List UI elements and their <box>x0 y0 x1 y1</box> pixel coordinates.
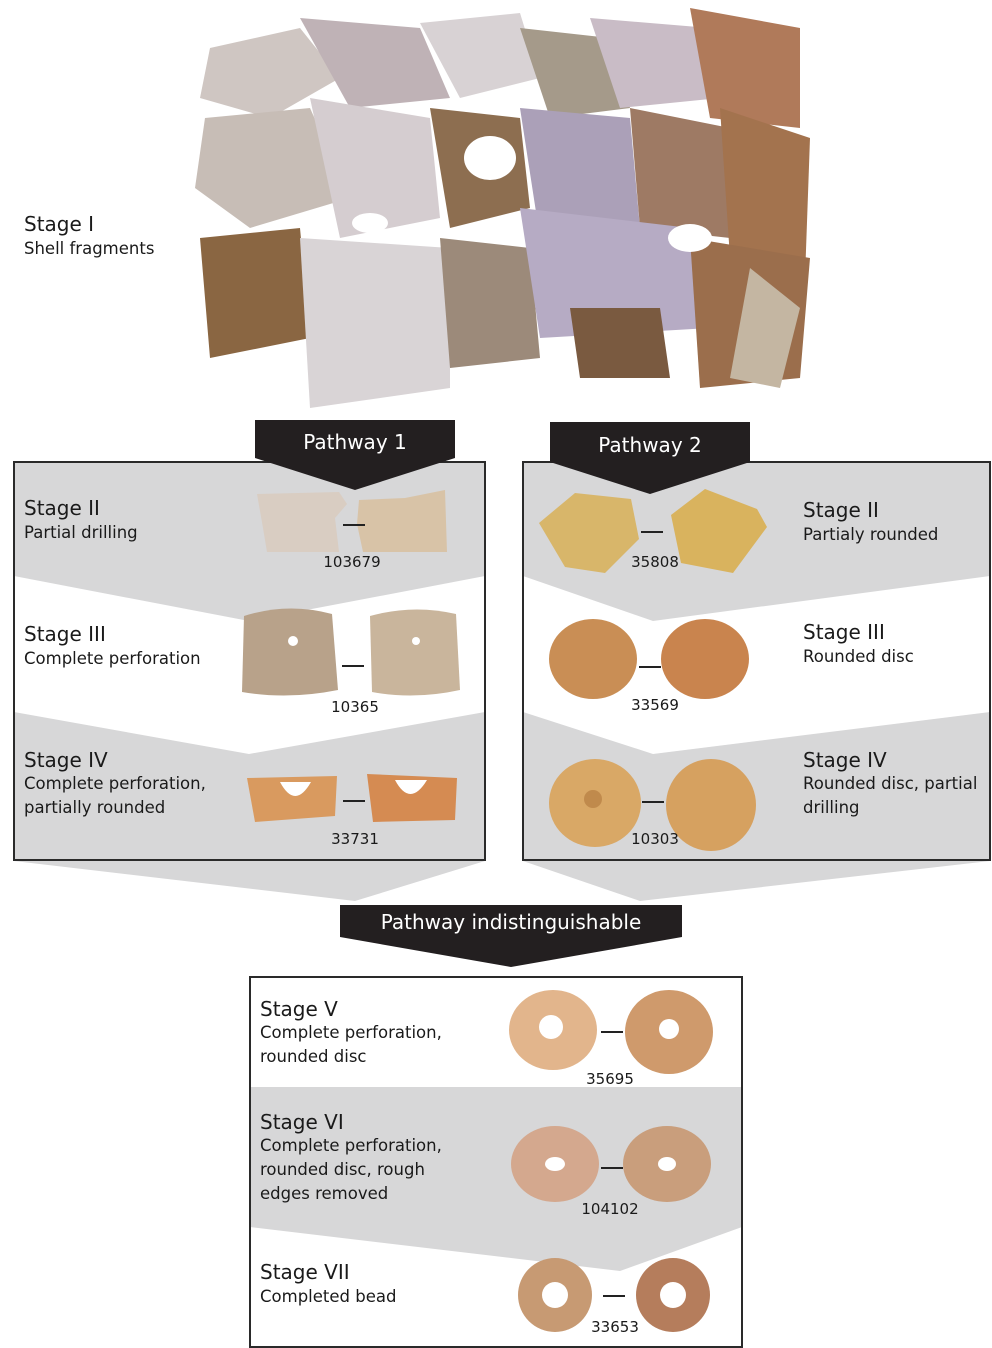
specimen-id-10303: 10303 <box>610 830 700 848</box>
stage6-desc-line1: Complete perforation, <box>260 1134 442 1158</box>
merge-chevrons <box>0 861 992 911</box>
specimen-10365-images <box>238 606 468 701</box>
stage5-desc-line2: rounded disc <box>260 1045 367 1069</box>
pathway2-label: Pathway 2 <box>550 433 750 457</box>
left-stage3-desc: Complete perforation <box>24 647 201 671</box>
left-stage2-desc: Partial drilling <box>24 521 138 545</box>
stage6-desc-line3: edges removed <box>260 1182 388 1206</box>
right-stage3-desc: Rounded disc <box>803 645 914 669</box>
left-stage4-desc-line2: partially rounded <box>24 796 165 820</box>
right-stage3-title: Stage III <box>803 620 885 644</box>
left-stage3-title: Stage III <box>24 622 106 646</box>
stage6-title: Stage VI <box>260 1110 344 1134</box>
specimen-id-33569: 33569 <box>610 696 700 714</box>
left-stage4-title: Stage IV <box>24 748 108 772</box>
pathway-indistinguishable-label: Pathway indistinguishable <box>340 910 682 934</box>
specimen-id-103679: 103679 <box>307 553 397 571</box>
specimen-id-10365: 10365 <box>310 698 400 716</box>
stage7-title: Stage VII <box>260 1260 350 1284</box>
right-stage2-title: Stage II <box>803 498 879 522</box>
stage5-title: Stage V <box>260 997 338 1021</box>
stage7-desc: Completed bead <box>260 1285 396 1309</box>
right-stage2-desc: Partialy rounded <box>803 523 938 547</box>
specimen-33731-images <box>245 770 465 830</box>
specimen-35695-images <box>505 987 720 1077</box>
specimen-id-33653: 33653 <box>570 1318 660 1336</box>
stage1-title: Stage I <box>24 212 94 236</box>
specimen-33569-images <box>545 616 755 701</box>
specimen-id-35808: 35808 <box>610 553 700 571</box>
specimen-id-35695: 35695 <box>565 1070 655 1088</box>
left-stage2-title: Stage II <box>24 496 100 520</box>
right-stage4-title: Stage IV <box>803 748 887 772</box>
left-stage4-desc-line1: Complete perforation, <box>24 772 206 796</box>
pathway1-label: Pathway 1 <box>255 430 455 454</box>
right-stage4-desc-line2: drilling <box>803 796 860 820</box>
stage5-desc-line1: Complete perforation, <box>260 1021 442 1045</box>
stage6-desc-line2: rounded disc, rough <box>260 1158 425 1182</box>
specimen-103679-images <box>255 488 455 558</box>
right-stage4-desc-line1: Rounded disc, partial <box>803 772 977 796</box>
specimen-id-33731: 33731 <box>310 830 400 848</box>
stage1-desc: Shell fragments <box>24 237 154 261</box>
shell-fragments-photo <box>190 8 820 413</box>
specimen-id-104102: 104102 <box>565 1200 655 1218</box>
specimen-104102-images <box>505 1120 720 1205</box>
